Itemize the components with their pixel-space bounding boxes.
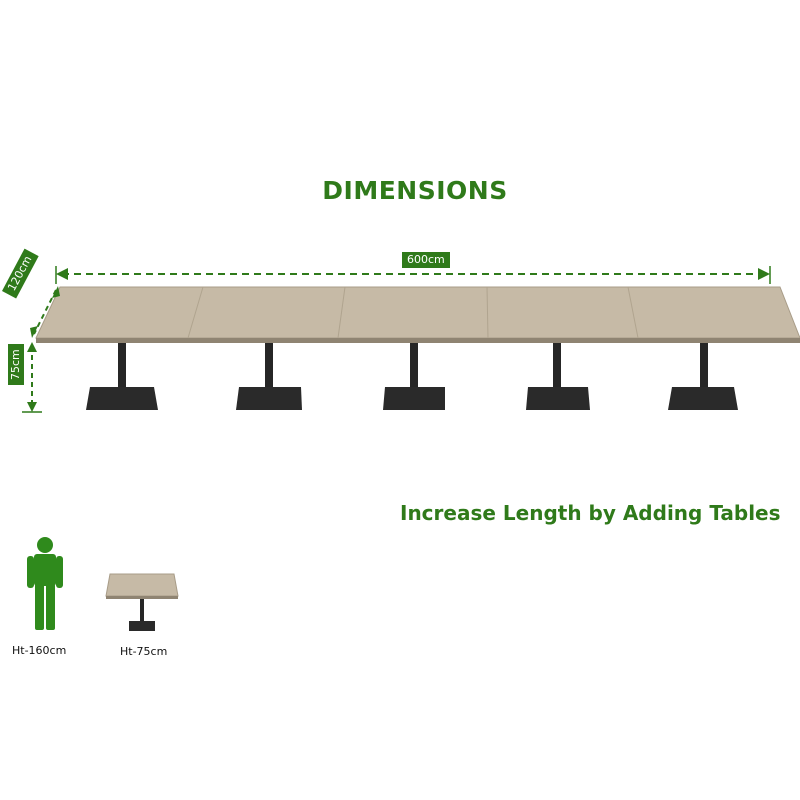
single-table-icon (105, 573, 179, 631)
height-dimension-line (22, 342, 42, 413)
length-label: 600cm (402, 252, 450, 268)
page-title: DIMENSIONS (322, 176, 508, 205)
table-seam (187, 286, 204, 339)
table-seam (627, 286, 639, 339)
table-leg (236, 343, 302, 410)
person-icon (27, 537, 63, 630)
long-tabletop (35, 286, 800, 339)
table-leg (526, 343, 590, 410)
table-seam (486, 286, 489, 339)
length-dimension-line (55, 266, 771, 284)
depth-dimension-line (30, 286, 60, 338)
height-label: 75cm (8, 344, 24, 385)
table-height-caption: Ht-75cm (120, 645, 168, 658)
person-height-caption: Ht-160cm (12, 644, 67, 657)
table-leg (668, 343, 738, 410)
table-leg (383, 343, 445, 410)
subtitle: Increase Length by Adding Tables (400, 501, 781, 525)
long-tabletop-edge (36, 338, 800, 343)
table-seam (337, 286, 346, 339)
long-table (35, 286, 800, 410)
table-leg (86, 343, 158, 410)
